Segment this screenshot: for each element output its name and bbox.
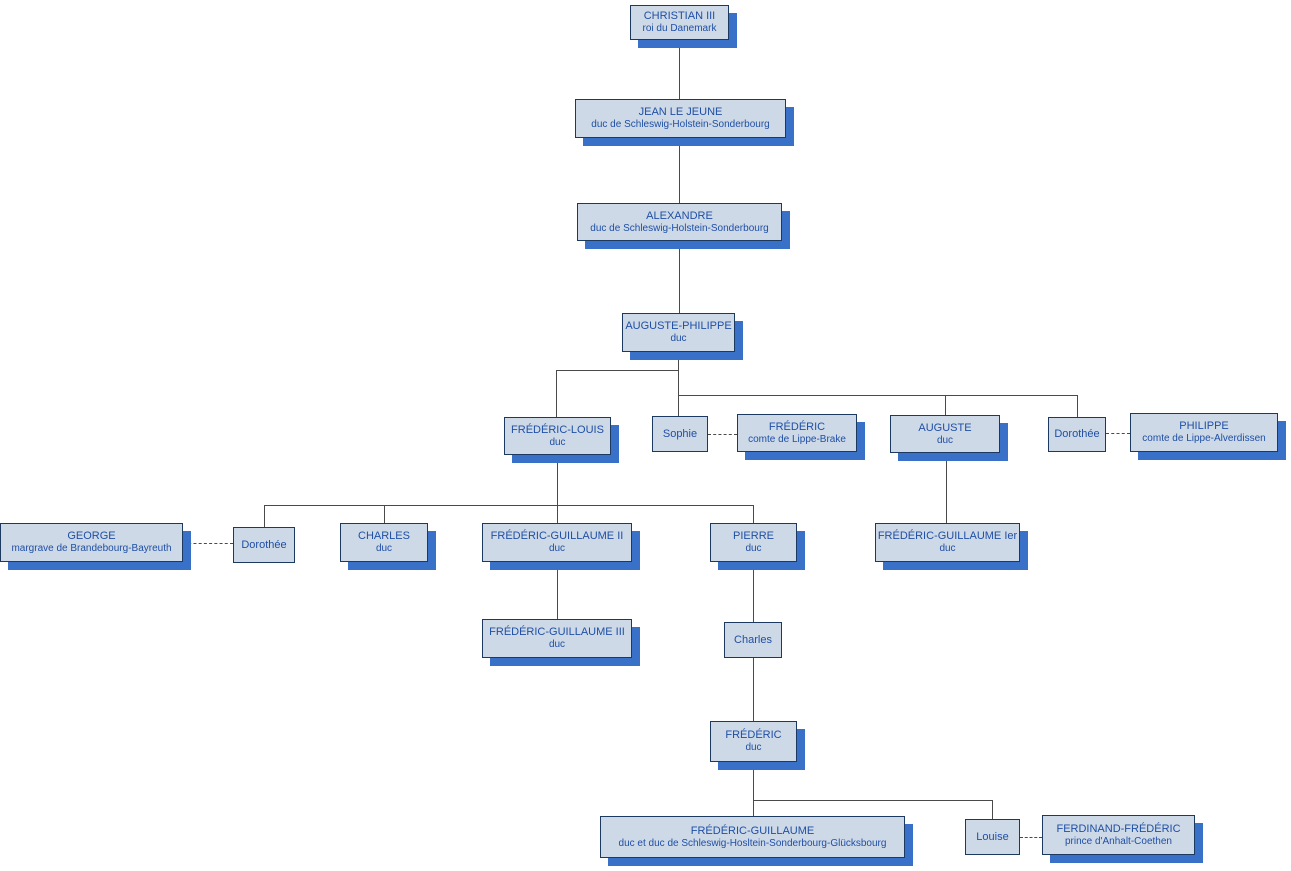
node-charles-duc[interactable]: CHARLES duc [340,523,428,562]
person-name: FRÉDÉRIC-LOUIS [511,423,604,436]
connector-marriage [1106,433,1130,434]
connector-descent [557,562,558,619]
person-title: duc [548,639,566,650]
node-sophie[interactable]: Sophie [652,416,708,452]
connector-descent [945,395,946,415]
person-title: duc [548,543,566,554]
connector-descent [753,505,754,523]
node-dorothee-lippe[interactable]: Dorothée [1048,417,1106,452]
node-frederic-lippe-brake[interactable]: FRÉDÉRIC comte de Lippe-Brake [737,414,857,452]
node-alexandre[interactable]: ALEXANDRE duc de Schleswig-Holstein-Sond… [577,203,782,241]
node-frederic-duc[interactable]: FRÉDÉRIC duc [710,721,797,762]
node-frederic-guillaume-glucksbourg[interactable]: FRÉDÉRIC-GUILLAUME duc et duc de Schlesw… [600,816,905,858]
connector-descent [753,562,754,622]
node-auguste[interactable]: AUGUSTE duc [890,415,1000,453]
connector-marriage [183,543,233,544]
person-name: CHRISTIAN III [643,10,716,22]
connector-rail [264,505,753,506]
person-name: FRÉDÉRIC-GUILLAUME Ier [877,530,1018,542]
node-frederic-louis[interactable]: FRÉDÉRIC-LOUIS duc [504,417,611,455]
connector-descent [384,505,385,523]
connector-descent [1077,395,1078,417]
connector-descent [264,505,265,527]
node-auguste-philippe[interactable]: AUGUSTE-PHILIPPE duc [622,313,735,352]
person-title: comte de Lippe-Brake [748,433,846,445]
connector-marriage [708,434,737,435]
node-dorothee[interactable]: Dorothée [233,527,295,563]
connector-descent [753,762,754,816]
node-frederic-guillaume-iii[interactable]: FRÉDÉRIC-GUILLAUME III duc [482,619,632,658]
person-title: comte de Lippe-Alverdissen [1142,433,1266,444]
connector-descent [679,241,680,313]
person-name: CHARLES [358,530,410,542]
person-title: prince d'Anhalt-Coethen [1065,835,1172,847]
person-name: FRÉDÉRIC [768,420,826,433]
connector-rail [753,800,992,801]
person-name: JEAN LE JEUNE [638,106,723,118]
node-louise[interactable]: Louise [965,819,1020,855]
person-name: FERDINAND-FRÉDÉRIC [1056,822,1181,835]
person-name: GEORGE [67,530,116,542]
connector-descent [753,658,754,721]
connector-descent [678,352,679,416]
node-george-brandebourg[interactable]: GEORGE margrave de Brandebourg-Bayreuth [0,523,183,562]
person-title: duc de Schleswig-Holstein-Sonderbourg [590,222,769,234]
person-name: Louise [976,830,1009,843]
person-name: FRÉDÉRIC-GUILLAUME II [490,530,624,542]
node-pierre[interactable]: PIERRE duc [710,523,797,562]
connector-descent [992,800,993,819]
person-name: AUGUSTE-PHILIPPE [625,320,732,332]
connector-descent [557,455,558,505]
person-name: PIERRE [733,530,774,542]
person-title: duc [936,434,954,446]
node-ferdinand-frederic[interactable]: FERDINAND-FRÉDÉRIC prince d'Anhalt-Coeth… [1042,815,1195,855]
connector-descent [946,453,947,523]
connector-marriage [1020,837,1042,838]
person-title: duc et duc de Schleswig-Hosltein-Sonderb… [618,837,887,849]
person-name: ALEXANDRE [646,209,713,222]
person-title: roi du Danemark [642,23,717,34]
person-name: Sophie [662,427,698,440]
person-title: duc [670,333,687,344]
person-title: duc [745,543,762,554]
person-name: Charles [734,633,772,646]
person-name: Dorothée [241,538,287,551]
person-name: AUGUSTE [918,421,972,434]
person-name: FRÉDÉRIC-GUILLAUME [690,824,815,837]
connector-descent [557,505,558,523]
person-title: duc [549,436,566,448]
connector-descent [556,370,557,417]
node-philippe-lippe-alverdissen[interactable]: PHILIPPE comte de Lippe-Alverdissen [1130,413,1278,452]
connector-descent [679,40,680,99]
person-title: duc [939,543,956,554]
person-title: duc [375,543,393,554]
person-title: duc de Schleswig-Holstein-Sonderbourg [591,119,770,130]
node-frederic-guillaume-ii[interactable]: FRÉDÉRIC-GUILLAUME II duc [482,523,632,562]
connector-rail [556,370,679,371]
person-name: Dorothée [1054,428,1100,440]
connector-descent [679,138,680,203]
node-charles[interactable]: Charles [724,622,782,658]
person-name: PHILIPPE [1179,420,1229,432]
person-title: margrave de Brandebourg-Bayreuth [11,543,172,554]
person-title: duc [745,742,762,753]
connector-rail [679,395,1077,396]
node-frederic-guillaume-ier[interactable]: FRÉDÉRIC-GUILLAUME Ier duc [875,523,1020,562]
person-name: FRÉDÉRIC [725,729,782,741]
person-name: FRÉDÉRIC-GUILLAUME III [489,626,625,638]
node-jean-le-jeune[interactable]: JEAN LE JEUNE duc de Schleswig-Holstein-… [575,99,786,138]
node-christian-iii[interactable]: CHRISTIAN III roi du Danemark [630,5,729,40]
